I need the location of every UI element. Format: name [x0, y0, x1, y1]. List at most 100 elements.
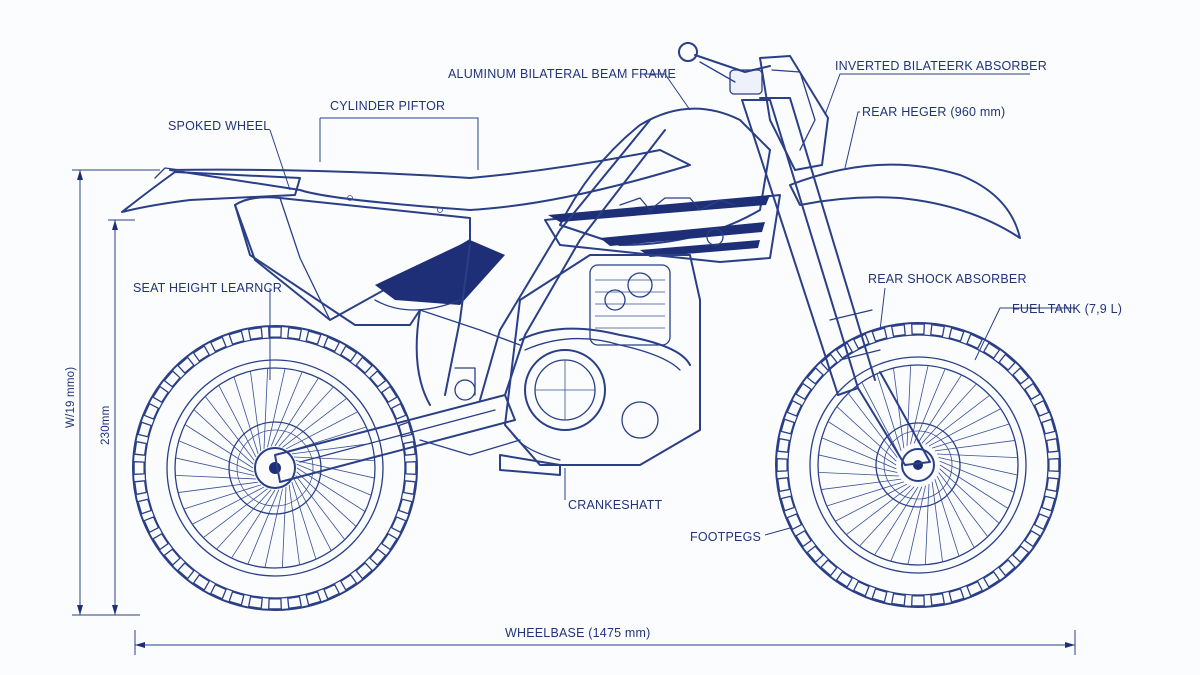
- tire-knob: [871, 588, 888, 603]
- tire-knob: [133, 461, 145, 475]
- label-spoked-wheel: SPOKED WHEEL: [168, 119, 270, 133]
- tire-knob: [1012, 545, 1030, 563]
- tire-knob: [786, 513, 803, 530]
- swingarm: [274, 394, 521, 483]
- wheel-spoke: [216, 489, 272, 550]
- rear-wheel: [132, 325, 418, 611]
- tire-knob: [398, 498, 413, 515]
- wheel-spoke: [893, 368, 905, 449]
- tire-knob: [820, 559, 838, 577]
- wheel-spoke: [183, 484, 261, 510]
- wheel-spoke: [907, 485, 926, 565]
- label-wheelbase: WHEELBASE (1475 mm): [505, 626, 651, 640]
- wheel-spoke: [939, 468, 1000, 524]
- tire-knob: [390, 516, 407, 533]
- tire-knob: [948, 588, 965, 603]
- tire-knob: [930, 324, 945, 337]
- wheel-spoke: [295, 475, 346, 540]
- tire-knob: [930, 593, 945, 606]
- tire-knob: [228, 591, 245, 606]
- tire-knob: [287, 327, 302, 340]
- tire-knob: [163, 548, 181, 566]
- wheel-spoke: [288, 484, 300, 565]
- frame: [415, 119, 666, 406]
- wheel-spoke: [932, 423, 1010, 449]
- tire-knob: [1024, 530, 1041, 548]
- label-fuel-tank: FUEL TANK (7,9 L): [1012, 302, 1122, 316]
- rear-fender: [121, 167, 301, 213]
- wheel-spoke: [203, 488, 268, 539]
- tire-knob: [795, 530, 812, 548]
- tire-knob: [137, 498, 152, 515]
- tire-knob: [871, 327, 888, 342]
- crankcase-cover: [524, 349, 606, 431]
- front-fender: [789, 163, 1021, 239]
- tire-knob: [152, 385, 169, 403]
- radiator-shroud-graphic: [375, 194, 781, 305]
- dimension-height-inner: [108, 219, 135, 615]
- wheel-spoke: [178, 440, 254, 473]
- tire-knob: [268, 326, 282, 338]
- tire-knob: [1046, 477, 1059, 492]
- wheel-spoke: [192, 486, 265, 525]
- label-height-inner: 230mm: [100, 406, 112, 445]
- footpeg: [499, 454, 561, 476]
- wheel-spoke: [178, 481, 259, 493]
- tire-knob: [323, 583, 340, 600]
- tire-knob: [390, 403, 407, 420]
- tire-knob: [355, 562, 373, 580]
- number-plate: [759, 55, 829, 171]
- dimension-wheelbase: [134, 630, 1076, 655]
- tire-knob: [983, 342, 1001, 359]
- label-seat-height: SEAT HEIGHT LEARNCR: [133, 281, 282, 295]
- tire-knob: [1033, 400, 1050, 417]
- tire-knob: [780, 418, 795, 435]
- tire-knob: [287, 596, 302, 609]
- tire-knob: [177, 356, 195, 374]
- tire-knob: [911, 595, 925, 607]
- frame-guard-dark: [375, 240, 505, 305]
- wheel-spoke: [278, 386, 334, 447]
- tire-knob: [248, 596, 263, 609]
- wheel-spoke: [204, 396, 255, 461]
- tire-knob: [806, 367, 824, 385]
- tire-knob: [210, 583, 227, 600]
- wheel-spoke: [859, 486, 915, 547]
- wheel-spoke: [296, 463, 372, 496]
- label-height-outer: W/19 mmo): [65, 367, 77, 428]
- wheel-spoke: [267, 368, 286, 448]
- tire-knob: [1012, 367, 1030, 385]
- tire-knob: [323, 336, 340, 353]
- tire-knob: [134, 441, 147, 456]
- wheel-spoke: [924, 484, 930, 565]
- wheel-spoke: [818, 454, 898, 473]
- wheel-spoke: [274, 377, 319, 447]
- tire-knob: [998, 353, 1016, 371]
- tire-knob: [1033, 513, 1050, 530]
- tire-knob: [777, 477, 790, 492]
- tire-knob: [1048, 458, 1060, 472]
- tire-knob: [776, 458, 788, 472]
- label-frame: ALUMINUM BILATERAL BEAM FRAME: [448, 67, 676, 81]
- seat: [169, 149, 691, 211]
- tire-knob: [137, 421, 152, 438]
- tire-knob: [1041, 418, 1056, 435]
- tire-knob: [835, 342, 853, 359]
- tire-knob: [177, 562, 195, 580]
- cylinder-head: [589, 264, 671, 346]
- tire-knob: [853, 580, 870, 597]
- wheel-spoke: [826, 481, 904, 507]
- tire-knob: [403, 480, 416, 495]
- tire-knob: [305, 330, 322, 345]
- wheel-spoke: [231, 489, 276, 559]
- handlebar-grip: [678, 42, 698, 62]
- wheel-spoke: [263, 368, 269, 449]
- tire-knob: [966, 333, 983, 350]
- label-crankshaft: CRANKESHATT: [568, 498, 663, 512]
- wheel-spoke: [281, 487, 287, 568]
- exhaust: [234, 204, 461, 326]
- wheel-spoke: [250, 371, 262, 452]
- wheel-spoke: [293, 478, 332, 551]
